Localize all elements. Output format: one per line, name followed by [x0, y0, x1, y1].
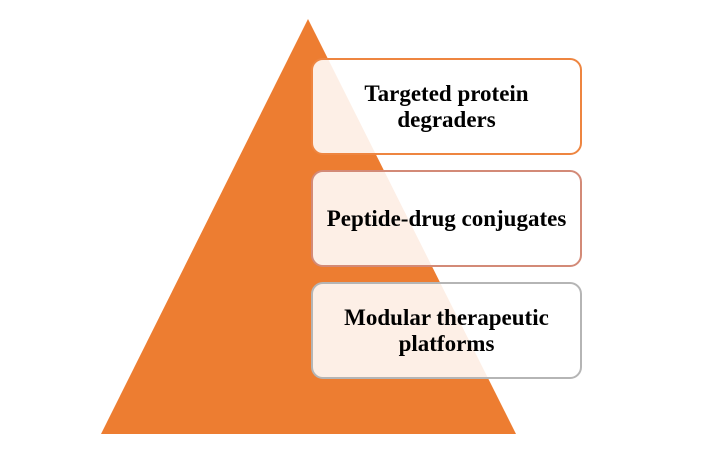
level-box-modular-therapeutic-platforms: Modular therapeutic platforms [311, 282, 582, 379]
level-label: Peptide-drug conjugates [326, 205, 567, 231]
level-box-targeted-protein-degraders: Targeted protein degraders [311, 58, 582, 155]
level-label: Targeted protein degraders [364, 80, 529, 132]
level-box-peptide-drug-conjugates: Peptide-drug conjugates [311, 170, 582, 267]
level-label: Modular therapeutic platforms [344, 304, 549, 356]
